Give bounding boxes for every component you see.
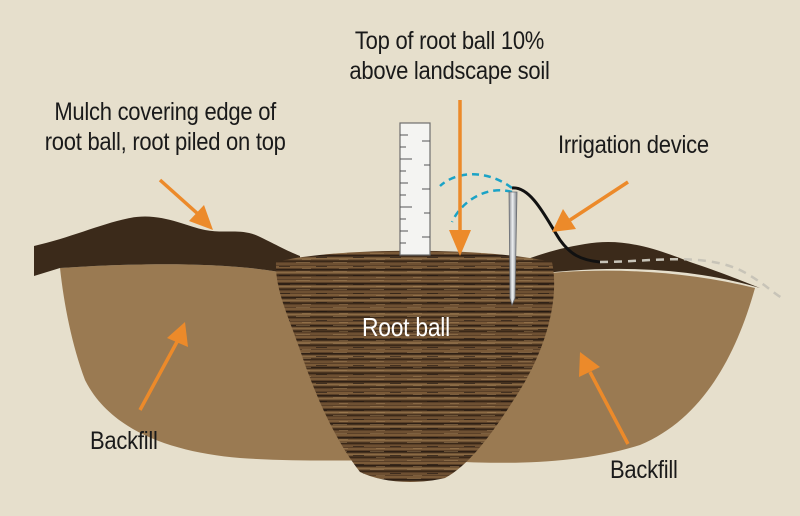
arrow-irrigation: [552, 180, 629, 232]
measuring-stake-icon: [399, 122, 431, 256]
arrow-backfill-right: [579, 352, 630, 445]
label-mulch: Mulch covering edge of root ball, root p…: [20, 97, 310, 157]
arrow-top-of-root-ball: [449, 100, 471, 256]
arrow-mulch: [158, 178, 213, 230]
label-backfill-left: Backfill: [90, 427, 158, 455]
arrow-backfill-left: [138, 322, 188, 411]
label-top-of-root-ball: Top of root ball 10% above landscape soi…: [336, 26, 563, 86]
irrigation-stake-icon: [508, 191, 518, 307]
mulch-left: [34, 216, 300, 276]
label-mulch-line-1: Mulch covering edge of: [54, 98, 277, 126]
label-mulch-line-2: root ball, root piled on top: [44, 128, 286, 156]
water-spray-icon: [439, 173, 513, 223]
mulch-right: [520, 242, 760, 288]
label-irrigation-device: Irrigation device: [558, 131, 709, 159]
label-top-of-root-ball-line-1: Top of root ball 10%: [354, 27, 545, 55]
irrigation-tube: [511, 186, 601, 264]
label-root-ball: Root ball: [362, 312, 450, 342]
label-backfill-right: Backfill: [610, 456, 678, 484]
label-top-of-root-ball-line-2: above landscape soil: [349, 57, 550, 85]
